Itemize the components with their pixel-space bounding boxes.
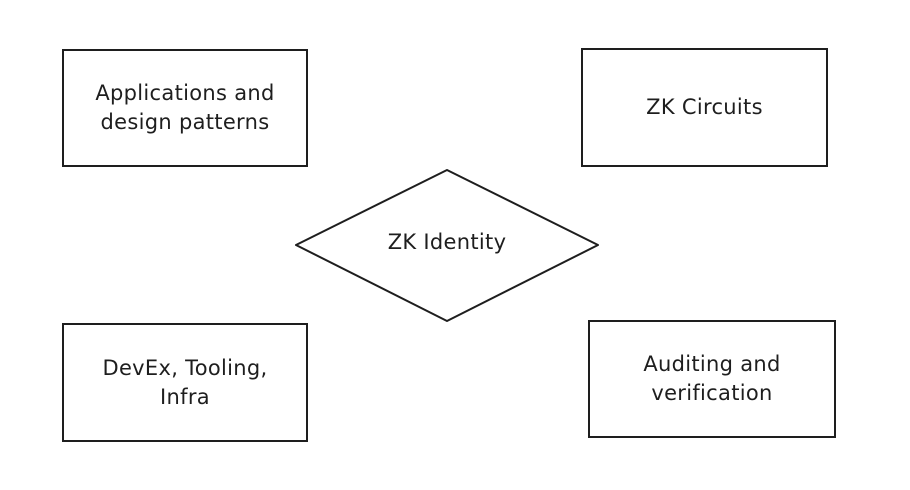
node-label: ZK Circuits — [646, 95, 763, 119]
center-label: ZK Identity — [387, 230, 507, 254]
diamond-shape — [295, 169, 599, 322]
node-label: Auditing and verification — [643, 352, 781, 405]
node-devex-tooling-infra: DevEx, Tooling, Infra — [62, 323, 308, 442]
node-applications-design-patterns: Applications and design patterns — [62, 49, 308, 167]
node-label: DevEx, Tooling, Infra — [102, 355, 268, 409]
node-zk-circuits: ZK Circuits — [581, 48, 828, 167]
node-auditing-verification: Auditing and verification — [588, 320, 836, 438]
node-label: Applications and design patterns — [95, 81, 275, 134]
